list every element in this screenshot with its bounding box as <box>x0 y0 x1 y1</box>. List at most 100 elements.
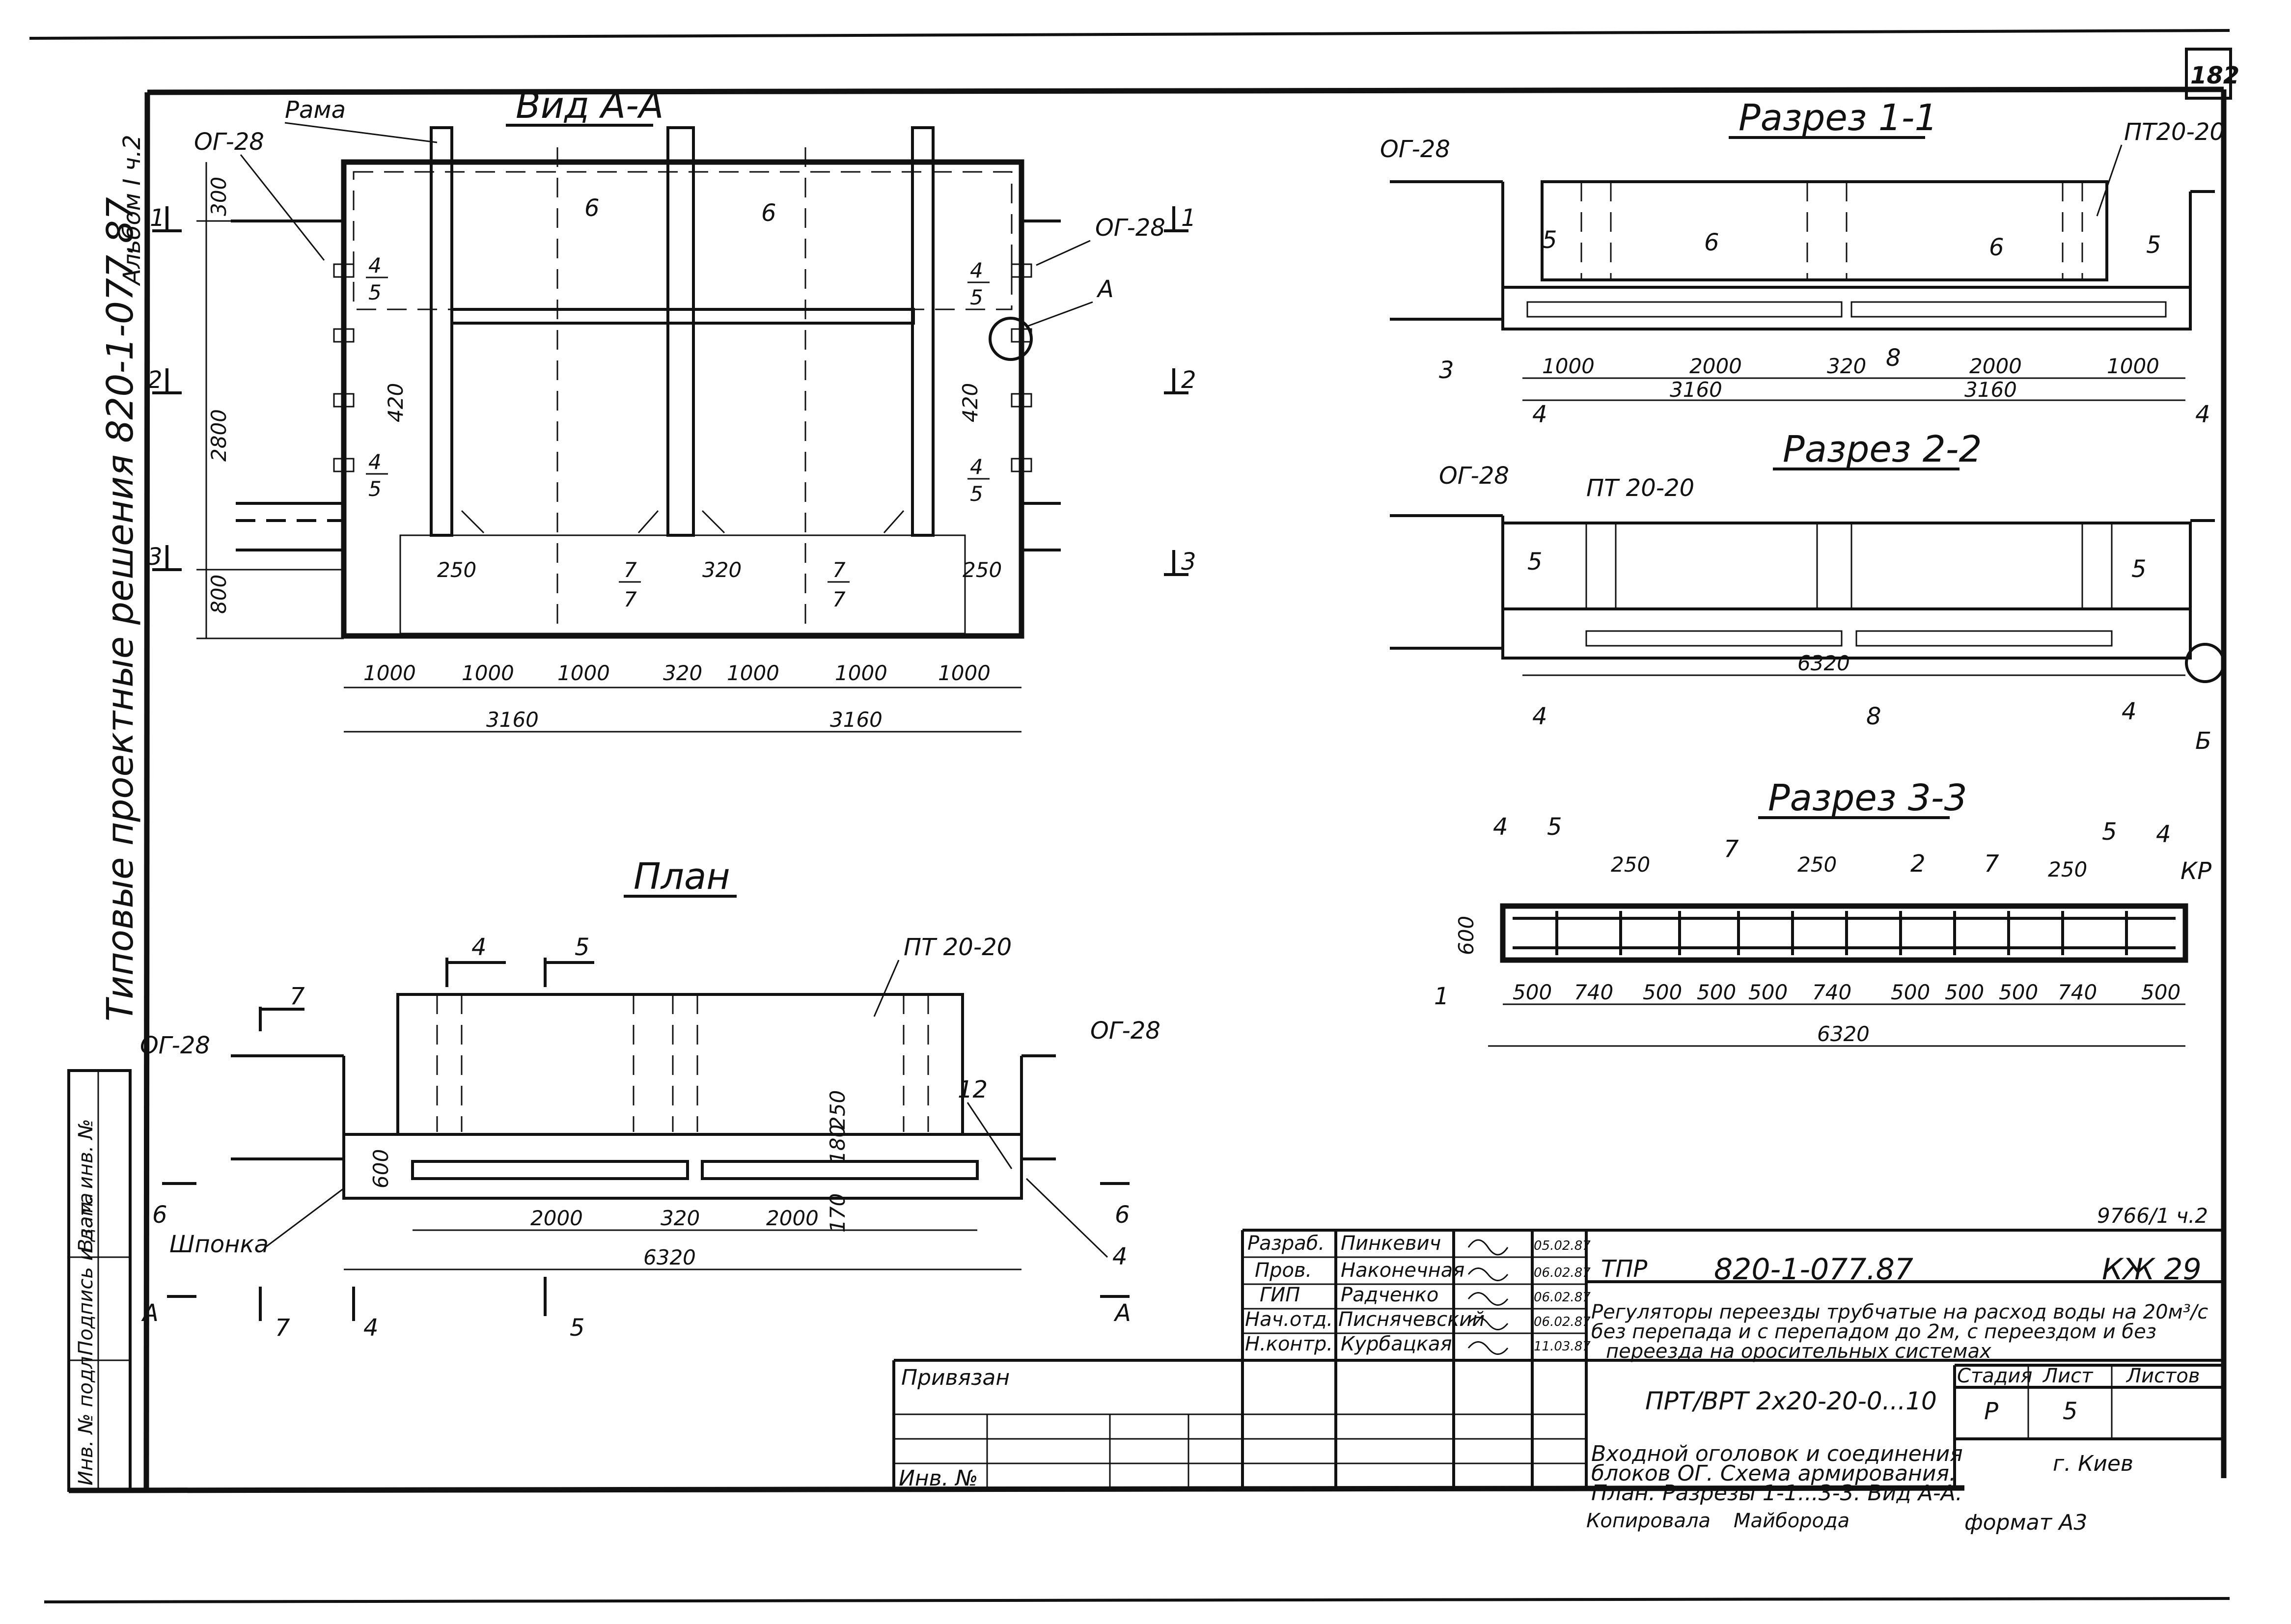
plan-ma-left: А <box>141 1299 159 1327</box>
s11-m6-left: 6 <box>1704 229 1719 256</box>
svg-text:2: 2 <box>1181 366 1196 394</box>
tpr-label: ТПР <box>1601 1255 1647 1283</box>
frame-beam <box>450 308 915 325</box>
privyazan: Привязан <box>901 1365 1010 1390</box>
label-block6-right: 6 <box>761 199 776 227</box>
detail-a-callout <box>989 317 1033 361</box>
section-marks-view-aa: 1 1 2 2 3 3 <box>147 204 1196 576</box>
description-line-1: Регуляторы переезды трубчатые на расход … <box>1591 1301 2208 1323</box>
inv-no: Инв. № <box>899 1466 978 1491</box>
description-line-2: без перепада и с перепадом до 2м, с пере… <box>1591 1321 2156 1343</box>
s11-dim-5: 1000 <box>2107 354 2159 378</box>
s33-d11: 500 <box>2141 980 2181 1004</box>
svg-text:4: 4 <box>970 258 983 282</box>
name-3: Писнячевский <box>1338 1308 1485 1331</box>
frame-column-middle <box>666 126 695 537</box>
role-0: Разраб. <box>1247 1232 1325 1255</box>
svg-text:4: 4 <box>368 253 382 277</box>
svg-text:5: 5 <box>368 280 382 304</box>
s33-dim-top-1: 250 <box>1611 853 1650 877</box>
s33-m4-left: 4 <box>1493 813 1508 841</box>
s33-d6: 740 <box>1812 980 1851 1004</box>
svg-text:5: 5 <box>970 482 983 506</box>
s33-height: 600 <box>1454 916 1478 955</box>
dim-b-5: 1000 <box>727 661 779 685</box>
dim-total-right: 3160 <box>830 708 883 732</box>
plan-m5-top: 5 <box>575 934 590 961</box>
strip-inv-podl: Инв. № подл. <box>75 1350 97 1486</box>
date-2: 06.02.87 <box>1534 1290 1591 1305</box>
s22-og28: ОГ-28 <box>1439 462 1509 490</box>
slab-3-3 <box>1500 903 2188 963</box>
name-1: Наконечная <box>1341 1259 1464 1282</box>
fraction-77-right: 7 7 <box>828 558 850 611</box>
copied-label: Копировала <box>1586 1510 1711 1532</box>
dim-v-420-left: 420 <box>384 383 408 422</box>
s11-m5-left: 5 <box>1542 226 1557 254</box>
svg-text:4: 4 <box>970 455 983 479</box>
project-code: 820-1-077.87 <box>1714 1252 1913 1287</box>
dim-b-6: 1000 <box>835 661 887 685</box>
plan-og28-left: ОГ-28 <box>140 1032 210 1059</box>
date-1: 06.02.87 <box>1534 1266 1591 1280</box>
s11-m3: 3 <box>1439 357 1454 384</box>
format-label: формат А3 <box>1964 1510 2087 1535</box>
s11-dim-3: 320 <box>1827 354 1866 378</box>
plan-dim-180: 180 <box>826 1125 850 1164</box>
signature-2 <box>1467 1292 1509 1306</box>
plan-m6-right: 6 <box>1115 1201 1130 1229</box>
sheet-number: 182 <box>2190 62 2239 89</box>
role-2: ГИП <box>1260 1284 1300 1306</box>
s33-kr: КР <box>2181 857 2211 885</box>
plan-m4-bottom: 4 <box>363 1314 379 1342</box>
plan-dim-2000-right: 2000 <box>766 1206 819 1230</box>
label-rama: Рама <box>285 96 346 124</box>
svg-text:3: 3 <box>1181 548 1196 576</box>
fraction-45-left-top: 4 5 <box>366 253 388 304</box>
frame-column-left <box>430 126 453 537</box>
dim-250-left: 250 <box>437 558 476 582</box>
stage-header: Стадия <box>1957 1365 2032 1387</box>
svg-text:5: 5 <box>368 477 382 501</box>
fraction-45-left-bottom: 4 5 <box>366 450 388 501</box>
album-text: Альбом I ч.2 <box>118 135 146 286</box>
section-33-title: Разрез 3-3 <box>1768 777 1967 819</box>
s33-total: 6320 <box>1817 1022 1870 1046</box>
s11-total-right: 3160 <box>1964 378 2017 402</box>
svg-text:7: 7 <box>832 558 846 582</box>
svg-text:1: 1 <box>150 204 165 232</box>
signature-4 <box>1467 1341 1509 1355</box>
plan-m7-bottom: 7 <box>275 1314 290 1342</box>
s33-m7-left: 7 <box>1724 835 1739 863</box>
s33-m1: 1 <box>1434 983 1449 1010</box>
s33-d3: 500 <box>1643 980 1682 1004</box>
plan-dim-250: 250 <box>826 1090 850 1129</box>
s33-d2: 740 <box>1574 980 1613 1004</box>
label-og28-right: ОГ-28 <box>1095 214 1165 242</box>
dim-b-2: 1000 <box>462 661 514 685</box>
sheet-frame: 182 <box>29 29 2239 1603</box>
svg-text:7: 7 <box>832 587 846 611</box>
strip-podpis: Подпись и дата <box>75 1193 97 1355</box>
dim-b-3: 1000 <box>557 661 610 685</box>
s22-m4-right: 4 <box>2122 698 2137 725</box>
fraction-77-left: 7 7 <box>619 558 641 611</box>
signature-3 <box>1467 1317 1509 1330</box>
plan-m4-right: 4 <box>1112 1243 1128 1270</box>
section-1-1: Разрез 1-1 ОГ-28 ПТ20-20 5 6 6 5 8 3 4 4… <box>1380 97 2225 428</box>
svg-text:7: 7 <box>624 558 637 582</box>
signature-1 <box>1467 1267 1509 1281</box>
dim-250-right: 250 <box>963 558 1002 582</box>
dim-v-420-right: 420 <box>958 383 982 422</box>
section-22-title: Разрез 2-2 <box>1783 428 1982 470</box>
s33-d1: 500 <box>1513 980 1552 1004</box>
title-block: Разраб. Пров. ГИП Нач.отд. Н.контр. Пинк… <box>892 1229 2224 1535</box>
plan-m4-top: 4 <box>471 934 487 961</box>
s22-total: 6320 <box>1797 651 1850 675</box>
fraction-45-right-bottom: 4 5 <box>967 455 990 506</box>
plan-ma-right: А <box>1113 1299 1131 1327</box>
s33-dim-top-2: 250 <box>1797 853 1837 877</box>
plan-pt: ПТ 20-20 <box>904 934 1012 961</box>
label-block6-left: 6 <box>584 194 600 222</box>
